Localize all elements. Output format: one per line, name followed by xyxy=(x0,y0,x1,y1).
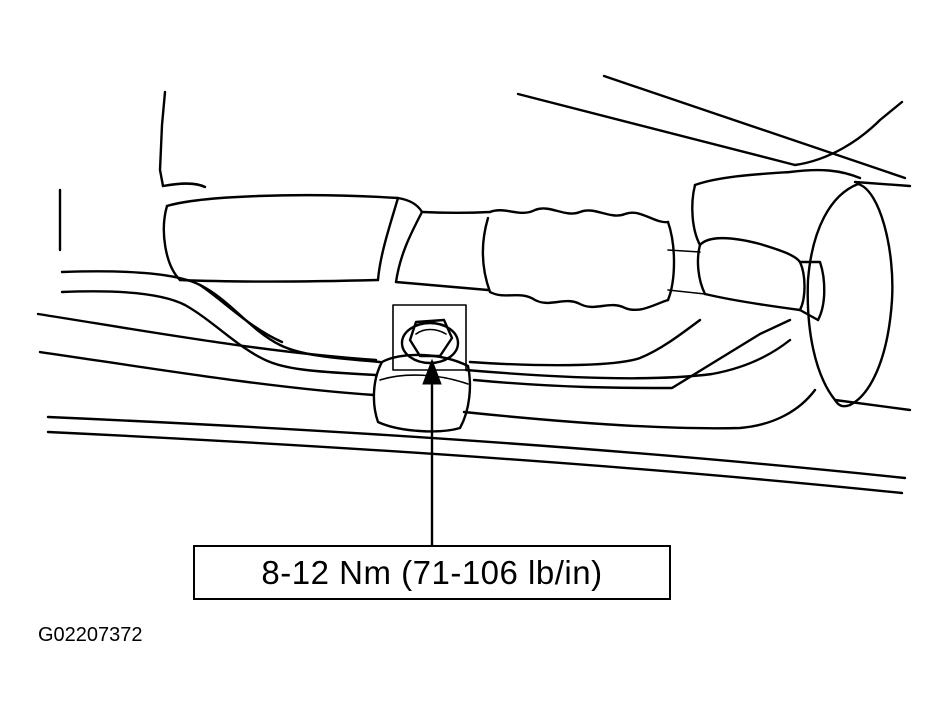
muffler-end xyxy=(806,182,912,412)
flex-pipe xyxy=(481,207,706,312)
vehicle-body-outline xyxy=(158,74,912,189)
figure-id-label: G02207372 xyxy=(38,624,143,646)
torque-callout-box: 8-12 Nm (71-106 lb/in) xyxy=(193,545,671,600)
frame-rail xyxy=(46,415,907,495)
torque-spec-label: 8-12 Nm (71-106 lb/in) xyxy=(261,553,603,591)
rear-pipe xyxy=(691,183,826,322)
callout-leader-arrow xyxy=(422,358,442,547)
exhaust-pipe xyxy=(36,270,817,430)
heat-shield xyxy=(58,188,492,292)
pipe-clamp xyxy=(372,353,472,433)
